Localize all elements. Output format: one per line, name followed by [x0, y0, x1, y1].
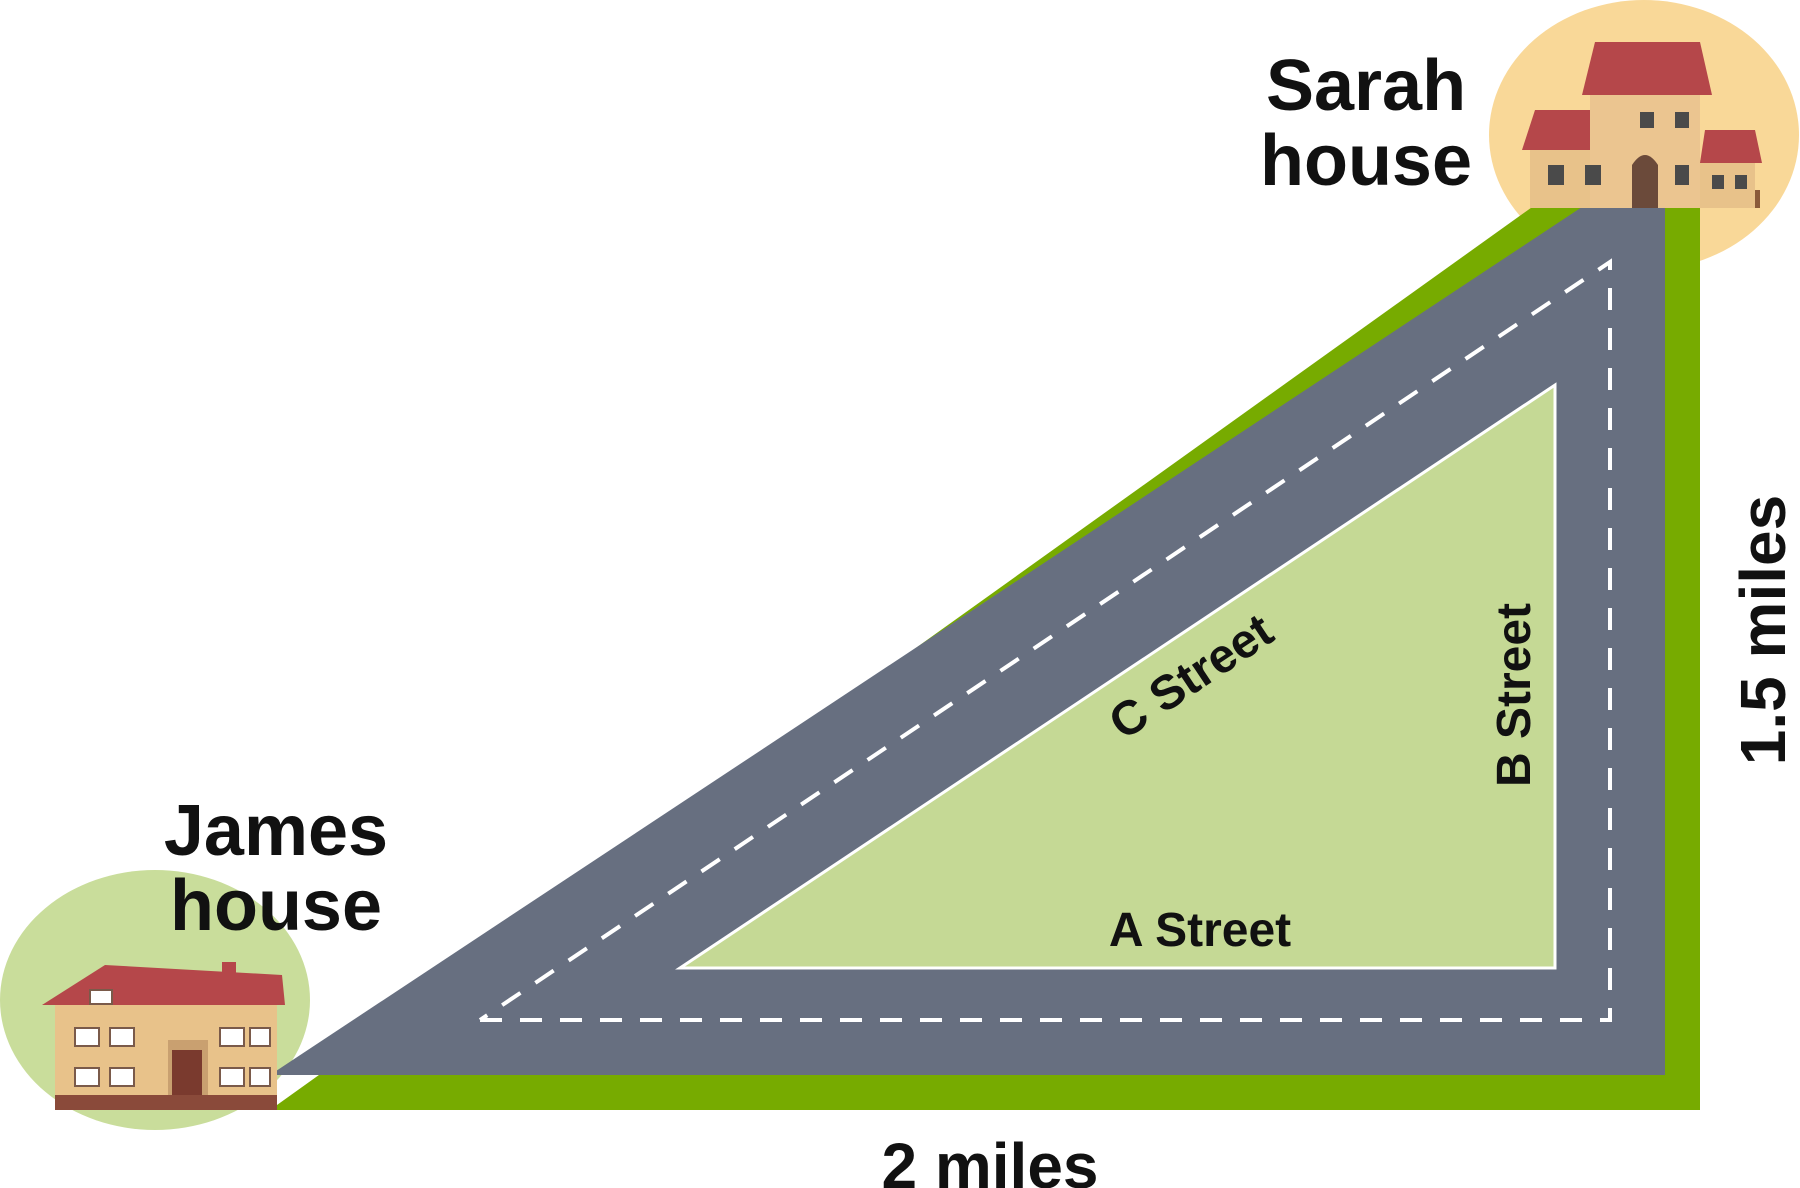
james-house-icon	[42, 962, 285, 1110]
sarah-house-icon	[1522, 42, 1762, 208]
a-street-label: A Street	[1109, 904, 1291, 957]
sarah-house-label-line1: Sarah	[1266, 46, 1466, 126]
right-distance-label: 1.5 miles	[1727, 495, 1799, 765]
james-house-label-line2: house	[170, 866, 382, 946]
bottom-distance-label: 2 miles	[881, 1130, 1098, 1188]
inner-grass-triangle	[675, 382, 1557, 970]
lane-marking	[478, 258, 1612, 1022]
b-street-label: B Street	[1488, 603, 1541, 787]
sarah-house-label-line2: house	[1260, 121, 1472, 201]
james-house-label-line1: James	[164, 791, 388, 871]
